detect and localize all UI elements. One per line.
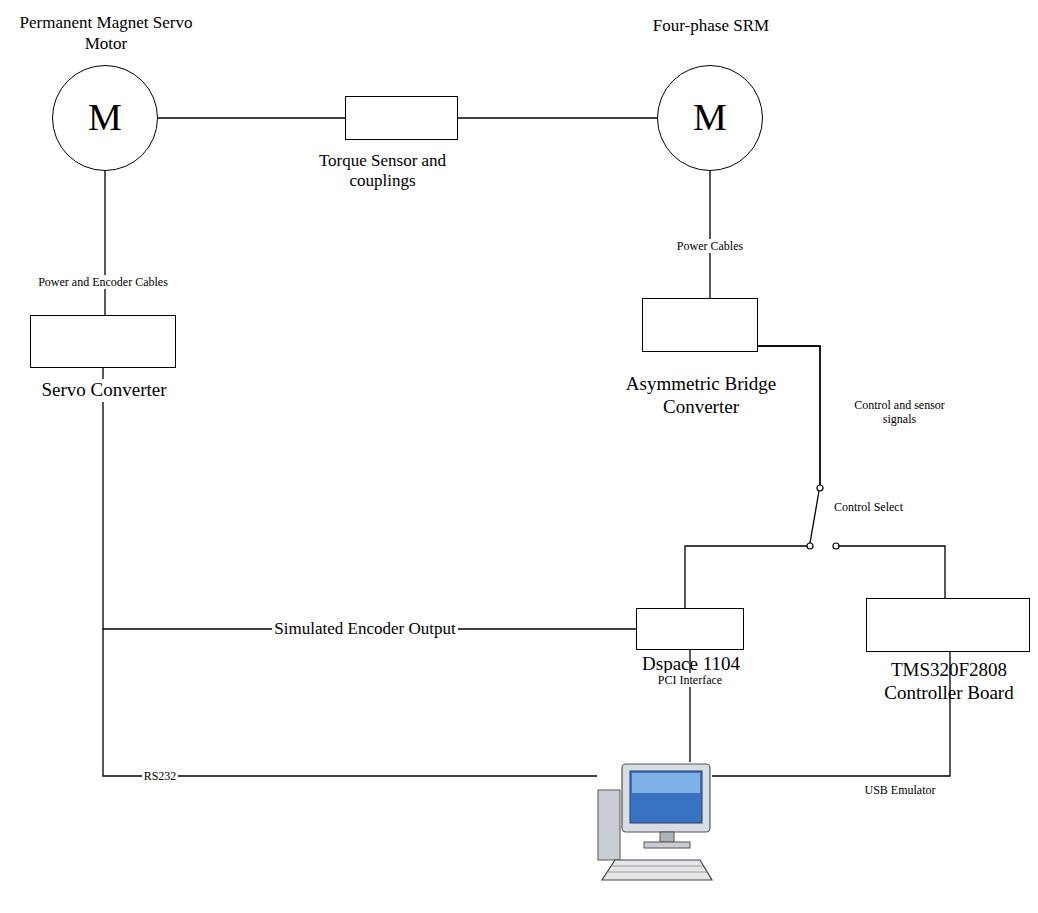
- edge-label: Power Cables: [675, 239, 745, 253]
- annotation-label: Control Select: [832, 500, 905, 514]
- connector-line: [158, 117, 345, 118]
- node-caption: TMS320F2808 Controller Board: [864, 659, 1034, 705]
- keyboard-row: [608, 872, 707, 873]
- monitor-screen: [630, 771, 702, 823]
- edge-label: Simulated Encoder Output: [272, 619, 457, 639]
- servo-converter-box: Servo Converter: [30, 315, 176, 368]
- monitor-base: [644, 842, 690, 848]
- torque-sensor-box: Torque Sensor and couplings: [345, 96, 458, 140]
- connector-line: [458, 117, 657, 118]
- controller-board-box: TMS320F2808 Controller Board: [866, 598, 1030, 652]
- edge-label: Power and Encoder Cables: [36, 275, 170, 289]
- computer-icon: [598, 764, 712, 880]
- connector-line: [103, 368, 636, 629]
- dspace-box: Dspace 1104: [636, 608, 744, 650]
- annotation-label: PCI Interface: [656, 673, 724, 687]
- srm-motor-circle: Four-phase SRMM: [657, 65, 763, 171]
- wires: [103, 629, 950, 776]
- switch-contacts: [807, 485, 839, 549]
- annotation-label: RS232: [142, 769, 179, 783]
- keyboard-row: [612, 866, 703, 867]
- connector-line: [758, 346, 945, 598]
- node-caption: Four-phase SRM: [611, 16, 811, 36]
- monitor-case: [622, 764, 710, 832]
- node-caption: Torque Sensor and couplings: [308, 151, 458, 192]
- screen-glare: [632, 773, 700, 793]
- node-label: M: [53, 95, 157, 141]
- servo-motor-circle: Permanent Magnet Servo MotorM: [52, 65, 158, 171]
- connector-line: [104, 171, 105, 315]
- monitor-neck: [660, 832, 674, 842]
- annotation-label: Control and sensor signals: [835, 398, 964, 427]
- keyboard: [602, 860, 712, 880]
- node-caption: Permanent Magnet Servo Motor: [6, 13, 206, 54]
- rs232-wire: [103, 629, 597, 776]
- switch-contact: [807, 543, 813, 549]
- node-caption: Servo Converter: [37, 379, 171, 402]
- bridge-converter-box: Asymmetric Bridge Converter: [642, 298, 758, 352]
- node-label: M: [658, 95, 762, 141]
- switch-contact: [833, 543, 839, 549]
- pc-tower: [598, 790, 620, 860]
- node-caption: Asymmetric Bridge Converter: [616, 373, 786, 419]
- connector-line: [709, 171, 710, 298]
- switch-pivot: [817, 485, 823, 491]
- annotation-label: USB Emulator: [863, 783, 938, 797]
